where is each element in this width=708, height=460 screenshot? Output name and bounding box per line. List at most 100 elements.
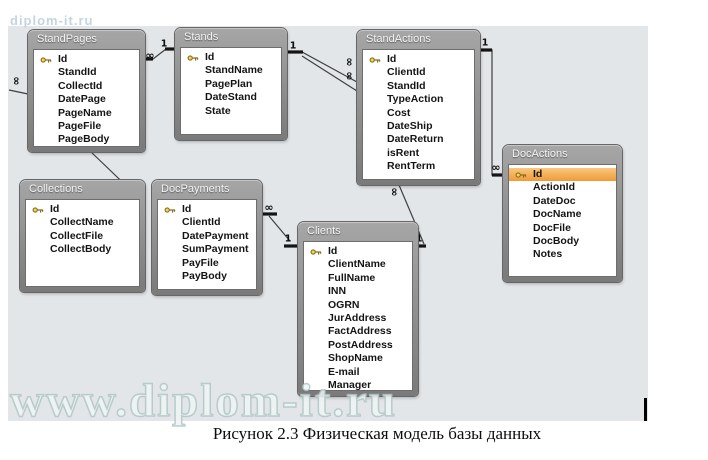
- table-title[interactable]: Collections: [29, 183, 83, 195]
- field-row[interactable]: PostAddress: [304, 339, 412, 352]
- field-row[interactable]: DocBody: [509, 235, 616, 248]
- relationship-stands-standactions[interactable]: 1∞∞: [287, 41, 358, 92]
- field-row[interactable]: INN: [304, 285, 412, 298]
- field-row[interactable]: Manager: [304, 378, 412, 391]
- relationship-standactions-docactions[interactable]: 1∞: [480, 38, 503, 177]
- field-name: ShopName: [328, 352, 383, 365]
- field-row[interactable]: isRent: [363, 147, 474, 160]
- field-name: StandId: [58, 66, 97, 79]
- field-row[interactable]: TypeAction: [363, 93, 474, 106]
- field-name: PageFile: [58, 119, 102, 132]
- primary-key-icon: [369, 57, 381, 63]
- field-row[interactable]: CollectFile: [26, 230, 139, 243]
- field-row[interactable]: FullName: [304, 272, 412, 285]
- field-row[interactable]: ClientName: [304, 258, 412, 271]
- field-row[interactable]: DateDoc: [509, 195, 616, 208]
- field-row[interactable]: DocName: [509, 208, 616, 221]
- field-row[interactable]: PageName: [34, 107, 139, 120]
- table-title[interactable]: Clients: [307, 225, 341, 237]
- field-row[interactable]: StandName: [181, 64, 281, 77]
- field-name: Id: [182, 203, 192, 215]
- field-row[interactable]: CollectName: [26, 216, 139, 229]
- field-row[interactable]: DateStand: [181, 91, 281, 104]
- field-row[interactable]: Id: [34, 53, 139, 66]
- field-row[interactable]: DateReturn: [363, 133, 474, 146]
- cardinality-label: ∞: [343, 57, 356, 66]
- primary-key-icon: [164, 207, 176, 213]
- field-row[interactable]: PayFile: [158, 257, 256, 270]
- field-row[interactable]: StandId: [363, 80, 474, 93]
- field-row[interactable]: ShopName: [304, 352, 412, 365]
- field-row[interactable]: SumPayment: [158, 243, 256, 256]
- field-row[interactable]: PagePlan: [181, 78, 281, 91]
- field-row[interactable]: E-mail: [304, 366, 412, 379]
- table-title[interactable]: DocPayments: [161, 183, 230, 195]
- field-row[interactable]: Id: [304, 245, 412, 258]
- field-row[interactable]: PageFile: [34, 120, 139, 133]
- field-row[interactable]: CollectBody: [26, 243, 139, 256]
- field-row[interactable]: Id: [181, 51, 281, 64]
- table-title[interactable]: StandPages: [37, 33, 97, 45]
- field-row[interactable]: Id: [363, 53, 474, 66]
- field-row[interactable]: Id: [509, 168, 616, 182]
- figure-caption: Рисунок 2.3 Физическая модель базы данны…: [212, 424, 542, 443]
- field-row[interactable]: JurAddress: [304, 312, 412, 325]
- field-row[interactable]: Id: [158, 203, 256, 216]
- field-name: ClientName: [328, 258, 386, 271]
- cardinality-label: ∞: [388, 187, 401, 196]
- field-name: DocName: [533, 208, 582, 221]
- text-cursor: [644, 398, 647, 421]
- field-row[interactable]: DocFile: [509, 222, 616, 235]
- field-row[interactable]: ClientId: [158, 216, 256, 229]
- field-row[interactable]: Notes: [509, 248, 616, 261]
- cardinality-label: 1: [416, 234, 423, 245]
- field-row[interactable]: ActionId: [509, 181, 616, 194]
- field-name: Manager: [328, 378, 372, 391]
- field-name: RentTerm: [387, 160, 436, 173]
- field-name: Id: [50, 203, 60, 215]
- relationship-stands-standpages[interactable]: ∞1: [140, 39, 176, 63]
- field-name: PagePlan: [205, 77, 253, 90]
- field-name: FullName: [328, 271, 376, 284]
- relationship-docpayments-clients[interactable]: ∞1: [262, 201, 298, 248]
- table-title[interactable]: Stands: [184, 31, 219, 43]
- field-row[interactable]: OGRN: [304, 299, 412, 312]
- cardinality-label: ∞: [145, 49, 154, 62]
- field-row[interactable]: DatePage: [34, 93, 139, 106]
- primary-key-icon: [40, 57, 52, 63]
- field-name: DateDoc: [533, 194, 576, 207]
- field-row[interactable]: DateShip: [363, 120, 474, 133]
- field-row[interactable]: CollectId: [34, 80, 139, 93]
- field-name: Id: [387, 53, 397, 65]
- cardinality-label: 1: [285, 234, 292, 245]
- field-row[interactable]: Id: [26, 203, 139, 216]
- field-row[interactable]: State: [181, 105, 281, 118]
- field-row[interactable]: FactAddress: [304, 325, 412, 338]
- field-row[interactable]: PageBody: [34, 133, 139, 146]
- field-row[interactable]: PayBody: [158, 270, 256, 283]
- field-row[interactable]: ClientId: [363, 66, 474, 79]
- table-title[interactable]: DocActions: [512, 148, 568, 160]
- field-name: Id: [205, 51, 215, 63]
- field-name: JurAddress: [328, 311, 387, 324]
- relationship-standpages-left-stub[interactable]: ∞: [8, 76, 29, 95]
- primary-key-icon: [187, 55, 199, 61]
- field-name: DatePage: [58, 93, 106, 106]
- cardinality-label: ∞: [264, 201, 273, 214]
- field-row[interactable]: Cost: [363, 107, 474, 120]
- field-row[interactable]: StandId: [34, 66, 139, 79]
- field-row[interactable]: DatePayment: [158, 230, 256, 243]
- field-row[interactable]: RentTerm: [363, 160, 474, 173]
- primary-key-icon: [310, 249, 322, 255]
- table-title[interactable]: StandActions: [366, 33, 431, 45]
